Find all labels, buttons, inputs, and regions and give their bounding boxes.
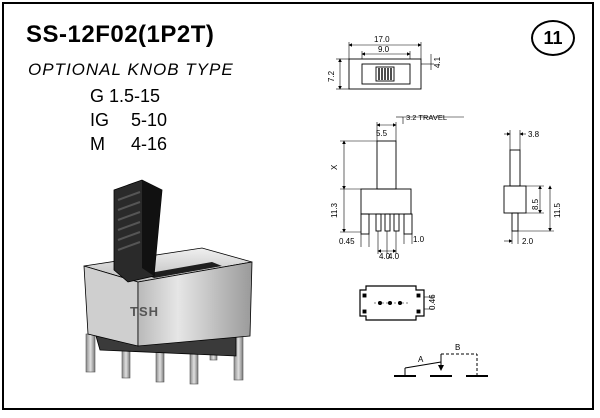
front-view-drawing bbox=[340, 116, 464, 254]
photo-knob bbox=[113, 179, 163, 283]
front-pitch-left-label: 4.0 bbox=[379, 252, 391, 261]
circuit-label-a: A bbox=[418, 355, 424, 364]
option-code: G bbox=[90, 86, 105, 106]
knob-type-subtitle: OPTIONAL KNOB TYPE bbox=[28, 60, 234, 79]
top-slot-label: 9.0 bbox=[378, 45, 390, 54]
side-knob-width-label: 3.8 bbox=[528, 130, 540, 139]
datasheet-page: SS-12F02(1P2T) OPTIONAL KNOB TYPE G 1.5-… bbox=[2, 2, 594, 410]
housing-marking: TSH bbox=[130, 304, 159, 319]
top-height-label: 7.2 bbox=[327, 70, 336, 82]
side-total-label: 11.5 bbox=[553, 202, 562, 218]
front-pitch-right-label: 4.0 bbox=[388, 252, 400, 261]
front-pin-width-label: 1.0 bbox=[413, 235, 425, 244]
top-offset-label: 4.1 bbox=[433, 56, 442, 68]
option-code: IG bbox=[90, 110, 110, 130]
front-knob-label: 5.5 bbox=[376, 129, 388, 138]
knob-option-m: M 4-16 bbox=[90, 134, 167, 155]
option-range: 5-10 bbox=[131, 110, 168, 130]
knob-option-g: G 1.5-15 bbox=[90, 86, 160, 107]
technical-drawings: TSH 17.0 bbox=[83, 35, 562, 385]
front-x-label: X bbox=[330, 164, 339, 170]
option-range: 1.5-15 bbox=[109, 86, 161, 106]
pcb-pad-label: 0.46 bbox=[428, 294, 437, 310]
circuit-diagram bbox=[394, 353, 488, 377]
circuit-label-b: B bbox=[455, 343, 460, 352]
pcb-layout-drawing bbox=[359, 285, 434, 321]
top-width-label: 17.0 bbox=[374, 35, 390, 44]
top-view-drawing bbox=[336, 42, 434, 90]
knob-option-ig: IG 5-10 bbox=[90, 110, 167, 131]
front-height-label: 11.3 bbox=[330, 202, 339, 218]
side-pin-label: 2.0 bbox=[522, 237, 534, 246]
model-title: SS-12F02(1P2T) bbox=[26, 21, 215, 48]
option-range: 4-16 bbox=[131, 134, 168, 154]
side-view-drawing bbox=[503, 130, 554, 244]
front-travel-label: 3.2 TRAVEL bbox=[406, 113, 447, 122]
page-number-badge: 11 bbox=[531, 20, 575, 56]
product-photo: TSH bbox=[83, 179, 253, 385]
front-pin-offset-label: 0.45 bbox=[339, 237, 355, 246]
option-code: M bbox=[90, 134, 105, 154]
side-body-label: 8.5 bbox=[531, 198, 540, 210]
